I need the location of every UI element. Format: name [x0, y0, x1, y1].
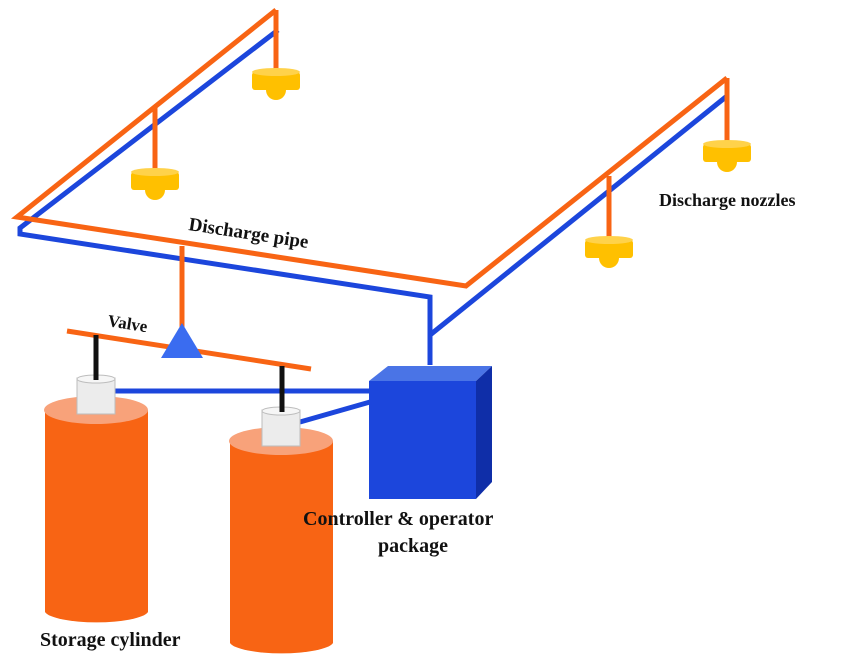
blue-pipe-network — [17, 28, 729, 425]
orange-pipe-main — [10, 8, 729, 289]
controller-front — [369, 381, 476, 499]
orange-pipe-network — [10, 8, 730, 372]
nozzle-2 — [131, 168, 179, 200]
label-discharge-nozzles: Discharge nozzles — [659, 190, 795, 210]
controller-top — [369, 366, 492, 381]
nozzle-4 — [703, 140, 751, 172]
label-controller-line2: package — [378, 535, 448, 557]
label-valve: Valve — [106, 311, 149, 336]
nozzle-1 — [252, 68, 300, 100]
label-controller-line1: Controller & operator — [303, 508, 493, 530]
controller-box — [369, 366, 492, 499]
discharge-nozzles — [131, 68, 751, 268]
storage-cylinder-2 — [229, 366, 333, 654]
valve-icon — [161, 323, 203, 358]
label-storage-cylinder: Storage cylinder — [40, 629, 181, 651]
storage-cylinder-1 — [44, 335, 148, 623]
controller-side — [476, 366, 492, 499]
blue-pipe-right-arm — [428, 94, 729, 337]
blue-pipe-left-arm — [17, 28, 433, 365]
nozzle-3 — [585, 236, 633, 268]
blue-pipe-to-controller-2 — [299, 399, 371, 425]
